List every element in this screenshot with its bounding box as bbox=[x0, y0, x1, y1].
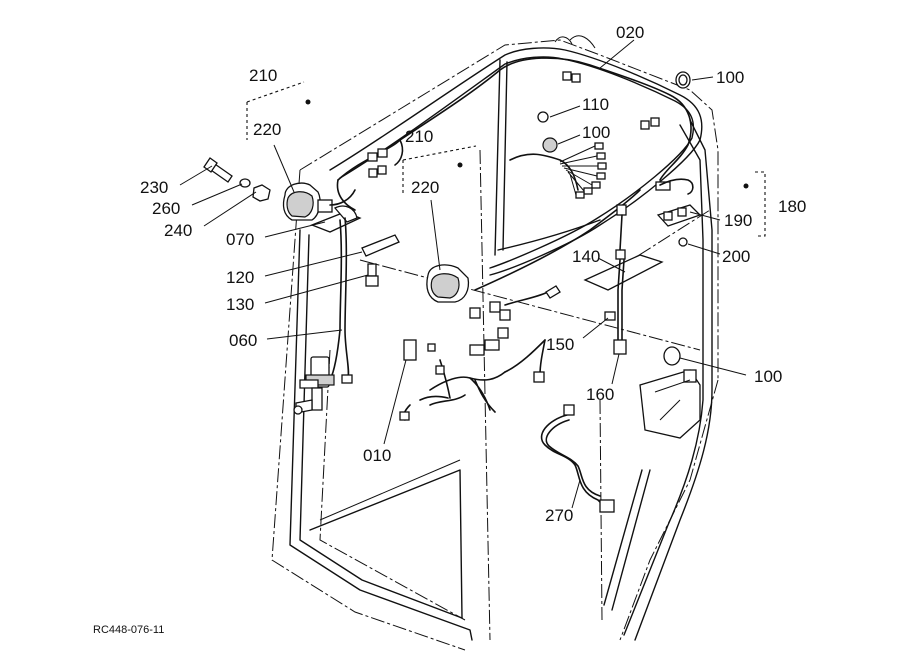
callout-260: 260 bbox=[152, 199, 180, 218]
left-bracket-group bbox=[310, 205, 400, 287]
callout-110: 110 bbox=[582, 95, 609, 114]
bracket-180 bbox=[743, 171, 766, 237]
center-bracket-140 bbox=[583, 204, 664, 355]
left-work-lamp-220 bbox=[203, 157, 356, 221]
bracket-210-center bbox=[402, 145, 477, 195]
callout-020: 020 bbox=[616, 23, 644, 42]
callout-100-grommet: 100 bbox=[716, 68, 744, 87]
callout-060: 060 bbox=[229, 331, 257, 350]
room-lamp-group bbox=[509, 111, 607, 199]
callout-070: 070 bbox=[226, 230, 254, 249]
roof-connectors bbox=[367, 71, 671, 191]
roof-frame bbox=[329, 47, 703, 276]
callout-100-lower: 100 bbox=[754, 367, 782, 386]
callout-190: 190 bbox=[724, 211, 752, 230]
callout-130: 130 bbox=[226, 295, 254, 314]
main-harness-020 bbox=[336, 57, 692, 291]
reference-code: RC448-076-11 bbox=[93, 624, 164, 636]
harness-060 bbox=[329, 217, 353, 384]
wiper-motor-assembly bbox=[293, 356, 335, 415]
callout-240: 240 bbox=[164, 221, 192, 240]
harness-270 bbox=[540, 404, 615, 513]
callout-210-center: 210 bbox=[405, 127, 433, 146]
callout-180: 180 bbox=[778, 197, 806, 216]
right-lower-component bbox=[639, 346, 701, 439]
harness-010 bbox=[399, 285, 561, 421]
callout-220-center: 220 bbox=[411, 178, 439, 197]
callout-150: 150 bbox=[546, 335, 574, 354]
callout-270: 270 bbox=[545, 506, 573, 525]
callout-200: 200 bbox=[722, 247, 750, 266]
center-work-lamp-220 bbox=[426, 264, 470, 303]
callout-220-left: 220 bbox=[253, 120, 281, 139]
callout-100-dome-lamp: 100 bbox=[582, 123, 610, 142]
right-pillar bbox=[554, 35, 713, 641]
callout-010: 010 bbox=[363, 446, 391, 465]
callout-230: 230 bbox=[140, 178, 168, 197]
bracket-210-left bbox=[246, 81, 311, 140]
callout-160: 160 bbox=[586, 385, 614, 404]
callout-140: 140 bbox=[572, 247, 600, 266]
grommet-100-top bbox=[675, 71, 691, 89]
callout-labels: 020 100 110 100 210 220 210 220 230 260 … bbox=[140, 23, 806, 525]
callout-210-left: 210 bbox=[249, 66, 277, 85]
callout-120: 120 bbox=[226, 268, 254, 287]
leader-lines bbox=[179, 39, 747, 509]
